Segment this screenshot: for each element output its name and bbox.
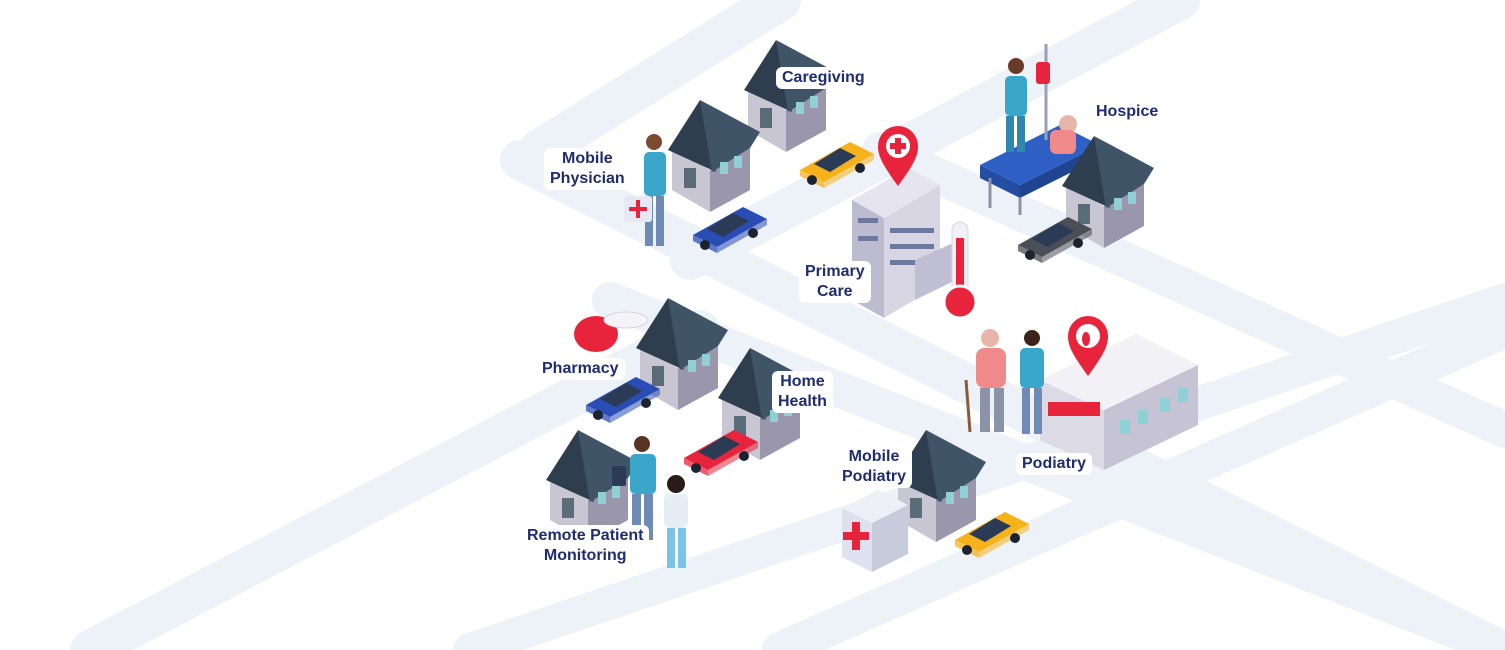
mobile-physician-house [668, 100, 760, 212]
patient-figure [664, 475, 688, 568]
label-pharmacy: Pharmacy [536, 358, 625, 380]
mobile-physician-line2: Physician [550, 170, 625, 187]
hospice-nurse-figure [1005, 58, 1027, 152]
label-caregiving: Caregiving [776, 67, 871, 89]
mobile-physician-line1: Mobile [562, 150, 613, 167]
pill-icon [574, 311, 649, 352]
pharmacy-text: Pharmacy [542, 360, 619, 377]
elderly-patient-figure [964, 329, 1006, 433]
tablet-icon [612, 466, 626, 486]
medical-pin-icon [878, 126, 918, 186]
remote-monitoring-line2: Monitoring [543, 547, 627, 564]
hospice-text: Hospice [1096, 103, 1159, 120]
caregiving-text: Caregiving [782, 69, 865, 86]
thermometer-icon [942, 221, 978, 320]
label-podiatry: Podiatry [1016, 453, 1093, 475]
primary-care-line1: Primary [805, 263, 865, 280]
large-first-aid-kit-icon [842, 490, 908, 572]
cane-icon [964, 379, 972, 433]
home-health-line2: Health [778, 393, 827, 410]
care-worker-figure [612, 436, 656, 540]
podiatry-text: Podiatry [1022, 455, 1087, 472]
physician-figure [624, 134, 666, 246]
primary-care-line2: Care [817, 283, 853, 300]
remote-monitoring-line1: Remote Patient [527, 527, 644, 544]
iv-drip-icon [1036, 44, 1050, 140]
podiatry-building [1040, 334, 1198, 470]
mobile-podiatry-line1: Mobile [848, 448, 900, 465]
first-aid-kit-icon [624, 196, 652, 222]
mobile-podiatry-line2: Podiatry [842, 468, 907, 485]
podiatrist-figure [1020, 330, 1044, 434]
home-health-line1: Home [780, 373, 825, 390]
foot-pin-icon [1068, 316, 1108, 376]
home-health-car [684, 430, 758, 476]
label-hospice: Hospice [1090, 101, 1165, 123]
